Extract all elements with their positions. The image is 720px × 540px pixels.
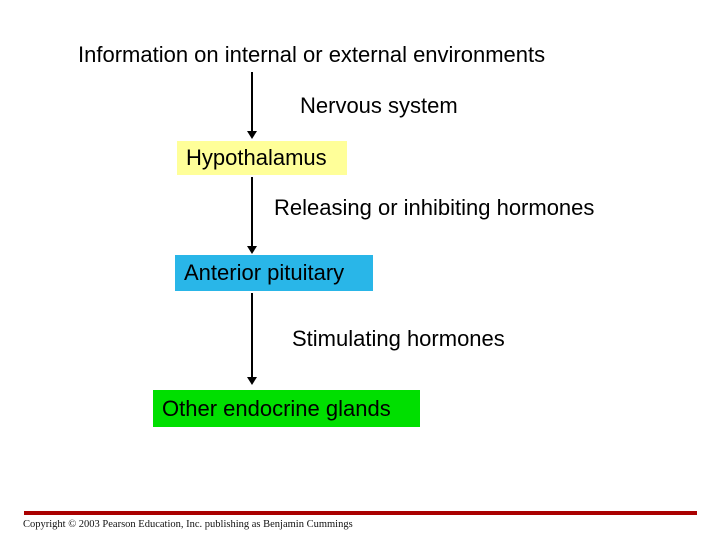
down-arrow	[246, 177, 258, 254]
arrowhead-icon	[247, 131, 257, 139]
arrow-shaft	[251, 177, 253, 246]
other-endocrine-glands-box: Other endocrine glands	[153, 390, 420, 427]
releasing-hormones-label: Releasing or inhibiting hormones	[274, 195, 595, 220]
copyright-text: Copyright © 2003 Pearson Education, Inc.…	[23, 519, 353, 530]
stimulating-hormones-label: Stimulating hormones	[292, 326, 505, 351]
arrowhead-icon	[247, 377, 257, 385]
arrowhead-icon	[247, 246, 257, 254]
down-arrow	[246, 72, 258, 139]
hypothalamus-box: Hypothalamus	[177, 141, 347, 175]
anterior-pituitary-label: Anterior pituitary	[184, 260, 345, 285]
footer-divider	[24, 511, 697, 515]
arrow-shaft	[251, 72, 253, 131]
arrow-shaft	[251, 293, 253, 377]
other-endocrine-glands-label: Other endocrine glands	[162, 395, 391, 421]
anterior-pituitary-box: Anterior pituitary	[175, 255, 373, 291]
down-arrow	[246, 293, 258, 385]
hypothalamus-label: Hypothalamus	[186, 145, 327, 170]
input-environments-label: Information on internal or external envi…	[78, 42, 546, 67]
nervous-system-label: Nervous system	[300, 93, 458, 118]
